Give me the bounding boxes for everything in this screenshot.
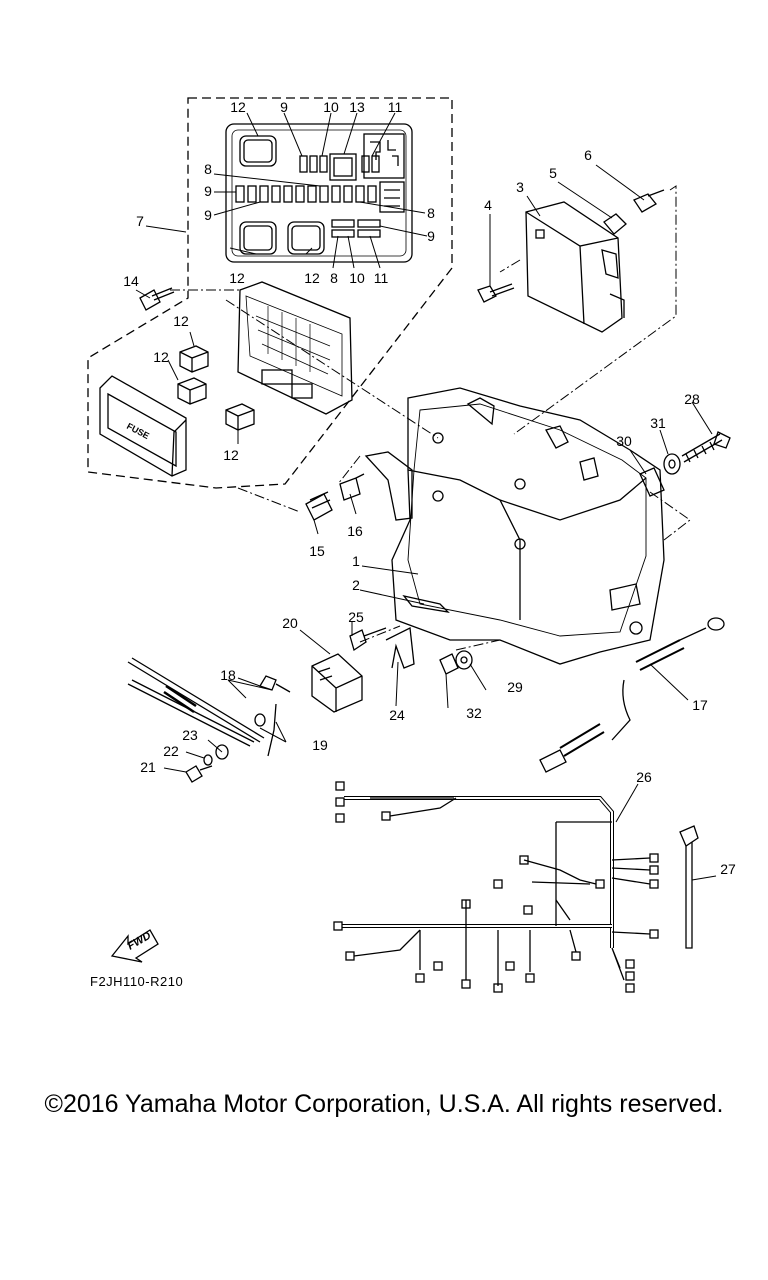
cable-tie	[679, 825, 699, 949]
callout-23: 23	[182, 727, 198, 743]
callout-9: 9	[204, 183, 212, 199]
starter-relay	[311, 627, 415, 713]
callout-17: 17	[692, 697, 708, 713]
callout-22: 22	[163, 743, 179, 759]
callout-13: 13	[349, 99, 365, 115]
callout-28: 28	[684, 391, 700, 407]
callout-12: 12	[223, 447, 239, 463]
callout-15: 15	[309, 543, 325, 559]
callout-2: 2	[352, 577, 360, 593]
fuse-box-layout-view	[225, 123, 413, 263]
callout-8: 8	[204, 161, 212, 177]
washer-nut	[439, 650, 473, 675]
callout-1: 1	[352, 553, 360, 569]
callout-9: 9	[280, 99, 288, 115]
callout-12: 12	[173, 313, 189, 329]
callout-16: 16	[347, 523, 363, 539]
reference-lines	[170, 185, 691, 651]
ecu-module	[525, 201, 625, 333]
callout-32: 32	[466, 705, 482, 721]
fwd-arrow	[110, 929, 159, 963]
callout-11: 11	[374, 270, 389, 286]
callout-12: 12	[153, 349, 169, 365]
callout-11: 11	[388, 99, 403, 115]
copyright-notice: ©2016 Yamaha Motor Corporation, U.S.A. A…	[44, 1090, 724, 1118]
ground-cable	[539, 617, 725, 773]
callout-30: 30	[616, 433, 632, 449]
callout-24: 24	[389, 707, 405, 723]
figure-code: F2JH110-R210	[90, 974, 184, 989]
callout-27: 27	[720, 861, 736, 877]
callout-9: 9	[204, 207, 212, 223]
fuse-box-group-outline	[87, 97, 453, 489]
battery-cables	[127, 657, 291, 783]
callout-10: 10	[323, 99, 339, 115]
callout-29: 29	[507, 679, 523, 695]
callout-25: 25	[348, 609, 364, 625]
callout-6: 6	[584, 147, 592, 163]
callout-19: 19	[312, 737, 328, 753]
callout-12: 12	[230, 99, 246, 115]
mount-hardware	[639, 431, 731, 497]
callout-14: 14	[123, 273, 139, 289]
callout-3: 3	[516, 179, 524, 195]
callout-8: 8	[330, 270, 338, 286]
callout-8: 8	[427, 205, 435, 221]
leader-lines	[135, 112, 717, 881]
callout-9: 9	[427, 228, 435, 244]
electrical-box-tray	[364, 387, 665, 665]
callout-4: 4	[484, 197, 492, 213]
wire-harness	[333, 781, 659, 993]
fuse-cover-label: FUSE	[125, 421, 151, 441]
callout-31: 31	[650, 415, 666, 431]
grommet-collar	[305, 473, 365, 521]
callout-18: 18	[220, 667, 236, 683]
callout-26: 26	[636, 769, 652, 785]
callout-12: 12	[304, 270, 320, 286]
fasteners-upper	[139, 189, 665, 311]
callout-20: 20	[282, 615, 298, 631]
mini-relays	[177, 345, 255, 431]
callout-12: 12	[229, 270, 245, 286]
fuse-box-cover	[99, 375, 187, 477]
callout-5: 5	[549, 165, 557, 181]
callout-21: 21	[140, 759, 156, 775]
callout-7: 7	[136, 213, 144, 229]
fuse-box-body	[237, 281, 353, 415]
callout-10: 10	[349, 270, 365, 286]
